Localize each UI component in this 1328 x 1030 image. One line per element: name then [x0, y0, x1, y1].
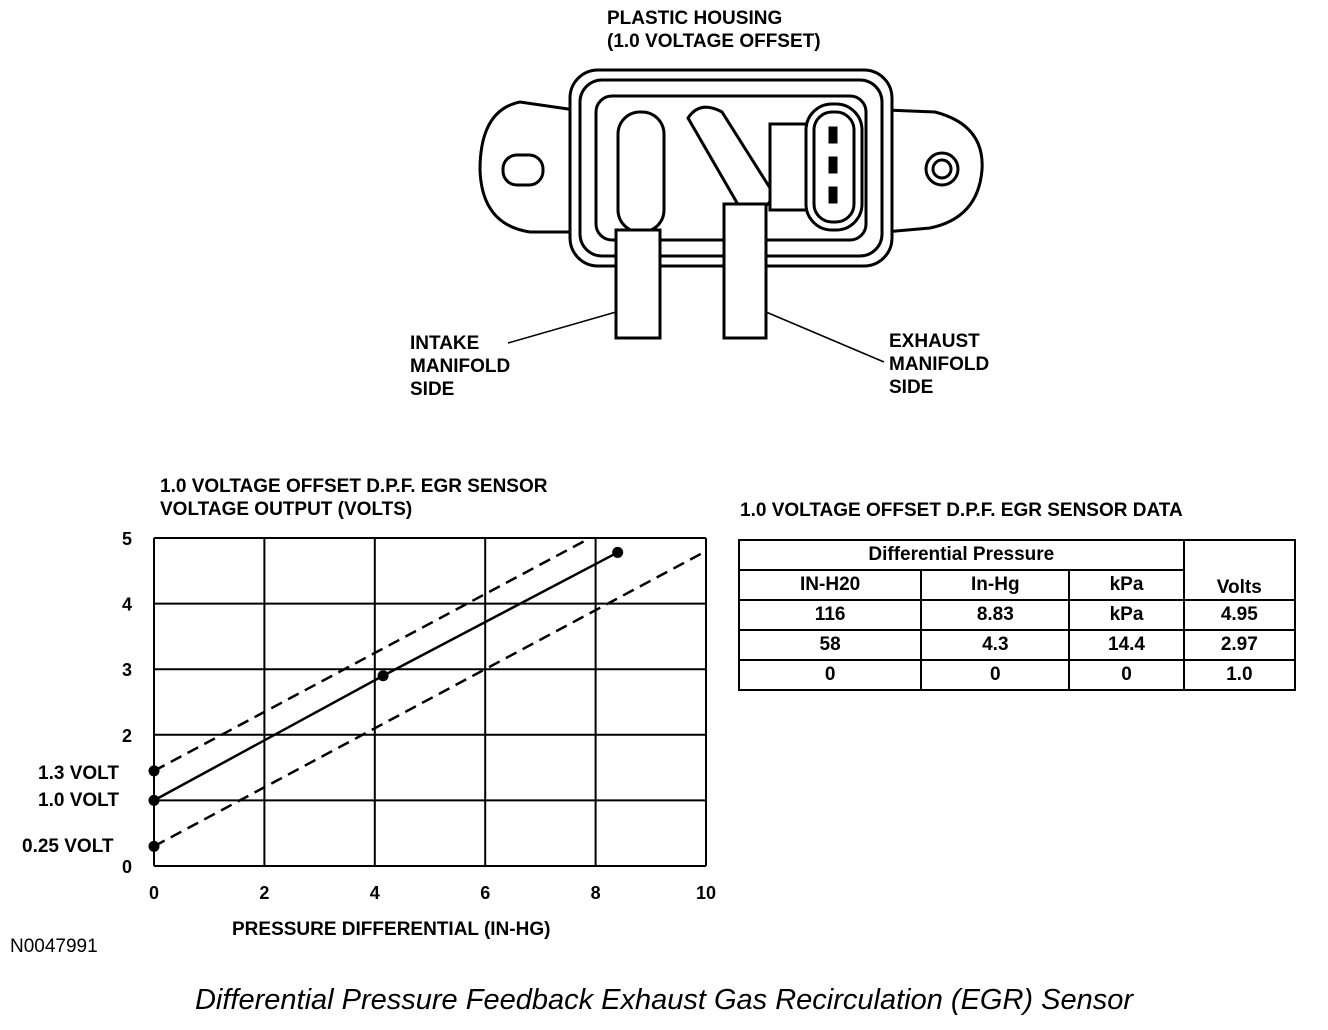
table-group-header: Differential Pressure	[738, 539, 1185, 571]
x-tick-label: 4	[370, 883, 380, 903]
table-title: 1.0 VOLTAGE OFFSET D.P.F. EGR SENSOR DAT…	[740, 500, 1183, 521]
sensor-housing-illustration	[478, 68, 984, 363]
figure-id: N0047991	[10, 936, 98, 957]
x-tick-label: 2	[259, 883, 269, 903]
table-cell: 2.97	[1182, 629, 1297, 661]
voltage-chart: 0 2 4 6 8 10 0 2 3 4 5	[122, 529, 716, 903]
y-tick-label: 2	[122, 726, 132, 746]
table-row: 116 8.83 kPa 4.95	[737, 599, 1297, 631]
y-tick-label: 3	[122, 660, 132, 680]
table-header-kpa: kPa	[1068, 569, 1185, 601]
intake-label: INTAKE MANIFOLD SIDE	[410, 333, 511, 400]
table-cell: 0	[920, 659, 1071, 691]
table-cell: 0	[737, 659, 923, 691]
y-tick-label: 5	[122, 529, 132, 549]
offset-label-1-0v: 1.0 VOLT	[38, 790, 119, 811]
table-cell: 0	[1068, 659, 1185, 691]
offset-label-1-3v: 1.3 VOLT	[38, 763, 119, 784]
data-point	[148, 840, 160, 852]
exhaust-label: EXHAUST MANIFOLD SIDE	[889, 331, 990, 398]
offset-label-0-25v: 0.25 VOLT	[22, 836, 114, 857]
housing-title: PLASTIC HOUSING (1.0 VOLTAGE OFFSET)	[607, 8, 821, 52]
table-cell: 14.4	[1068, 629, 1185, 661]
data-point	[377, 670, 389, 682]
table-cell: kPa	[1068, 599, 1185, 631]
table-cell: 1.0	[1182, 659, 1297, 691]
y-tick-label: 0	[122, 857, 132, 877]
data-point	[148, 765, 160, 777]
y-tick-label: 4	[122, 595, 132, 615]
sensor-data-table: Differential Pressure Volts IN-H20 In-Hg…	[737, 539, 1297, 691]
x-tick-label: 8	[591, 883, 601, 903]
table-row: 58 4.3 14.4 2.97	[737, 629, 1297, 661]
table-cell: 58	[737, 629, 923, 661]
chart-title: 1.0 VOLTAGE OFFSET D.P.F. EGR SENSOR VOL…	[160, 476, 548, 520]
data-point	[148, 794, 160, 806]
table-row: 0 0 0 1.0	[737, 659, 1297, 691]
tolerance-line	[153, 550, 707, 848]
tolerance-line	[153, 536, 591, 772]
table-cell: 4.95	[1182, 599, 1297, 631]
table-header-in-h20: IN-H20	[737, 569, 923, 601]
table-cell: 8.83	[920, 599, 1071, 631]
data-point	[612, 546, 624, 558]
table-header-volts: Volts	[1182, 539, 1297, 601]
figure-caption: Differential Pressure Feedback Exhaust G…	[194, 984, 1134, 1016]
x-tick-label: 0	[149, 883, 159, 903]
table-header-in-hg: In-Hg	[920, 569, 1071, 601]
table-cell: 4.3	[920, 629, 1071, 661]
table-cell: 116	[737, 599, 923, 631]
chart-x-label: PRESSURE DIFFERENTIAL (IN-HG)	[232, 919, 551, 940]
x-tick-label: 6	[480, 883, 490, 903]
x-tick-label: 10	[696, 883, 716, 903]
